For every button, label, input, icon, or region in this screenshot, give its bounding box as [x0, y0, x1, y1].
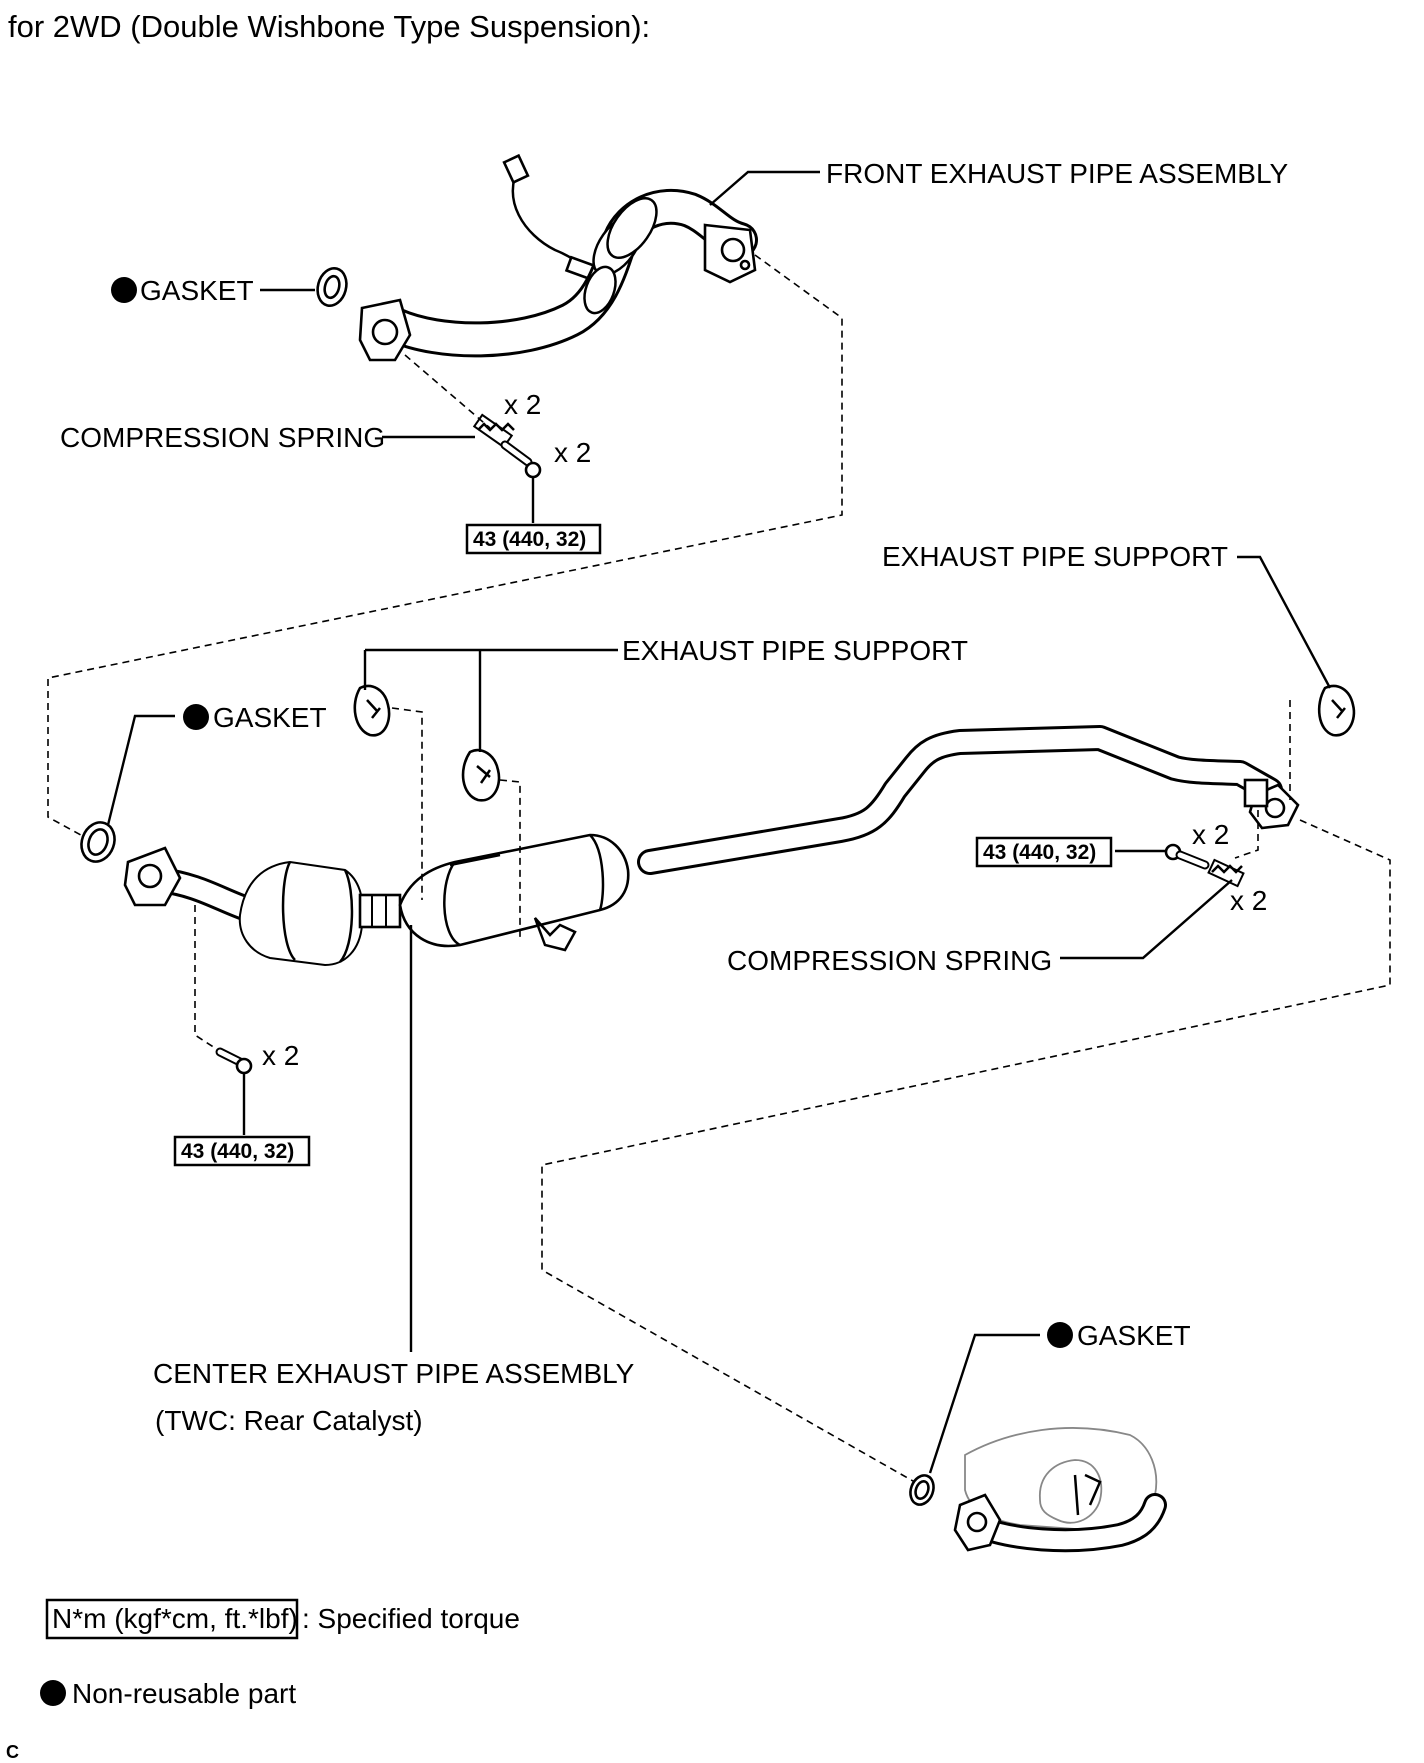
legend-non-reusable-label: Non-reusable part	[72, 1678, 296, 1709]
torque-top-box	[465, 523, 602, 555]
tail-pipe-drawing	[953, 1427, 1167, 1553]
support-center-label: EXHAUST PIPE SUPPORT	[622, 635, 968, 666]
torque-right-value: 43 (440, 32)	[983, 841, 1096, 864]
bolt-top-qty: x 2	[554, 437, 591, 468]
support-right-label: EXHAUST PIPE SUPPORT	[882, 541, 1228, 572]
exhaust-support-3-part	[1317, 684, 1356, 737]
compression-spring-top-part	[472, 413, 515, 449]
torque-top-value: 43 (440, 32)	[473, 528, 586, 551]
bolt-left-part	[215, 1047, 253, 1075]
exhaust-support-2-part	[461, 748, 501, 802]
front-exhaust-pipe-label: FRONT EXHAUST PIPE ASSEMBLY	[826, 158, 1288, 189]
spring-top-qty: x 2	[504, 389, 541, 420]
front-exhaust-pipe-drawing	[358, 153, 758, 362]
page-title: for 2WD (Double Wishbone Type Suspension…	[8, 9, 650, 44]
gasket-bottom-label: GASKET	[1077, 1320, 1191, 1351]
bolt-right-qty: x 2	[1192, 819, 1229, 850]
legend-non-reusable-icon	[40, 1680, 66, 1706]
legend-torque-desc: : Specified torque	[302, 1603, 520, 1634]
center-exhaust-pipe-drawing	[123, 725, 1300, 967]
legend-torque-box	[45, 1598, 299, 1640]
bolt-top-part	[500, 440, 542, 479]
compression-spring-left-label: COMPRESSION SPRING	[60, 422, 385, 453]
center-pipe-sublabel: (TWC: Rear Catalyst)	[155, 1405, 423, 1436]
gasket-top-label: GASKET	[140, 275, 254, 306]
exhaust-support-1-part	[353, 684, 391, 737]
compression-spring-right-label: COMPRESSION SPRING	[727, 945, 1052, 976]
non-reusable-icon	[183, 704, 209, 730]
center-pipe-label: CENTER EXHAUST PIPE ASSEMBLY	[153, 1358, 635, 1389]
spring-right-qty: x 2	[1230, 885, 1267, 916]
legend-torque-label: N*m (kgf*cm, ft.*lbf)	[52, 1603, 298, 1634]
bolt-left-qty: x 2	[262, 1040, 299, 1071]
bolt-right-part	[1164, 843, 1210, 870]
corner-mark: C	[6, 1742, 19, 1762]
torque-left-box	[173, 1135, 311, 1167]
non-reusable-icon	[1047, 1322, 1073, 1348]
non-reusable-icon	[111, 277, 137, 303]
torque-left-value: 43 (440, 32)	[181, 1140, 294, 1163]
torque-right-box	[975, 836, 1113, 868]
gasket-left-label: GASKET	[213, 702, 327, 733]
compression-spring-right-part	[1207, 858, 1245, 888]
